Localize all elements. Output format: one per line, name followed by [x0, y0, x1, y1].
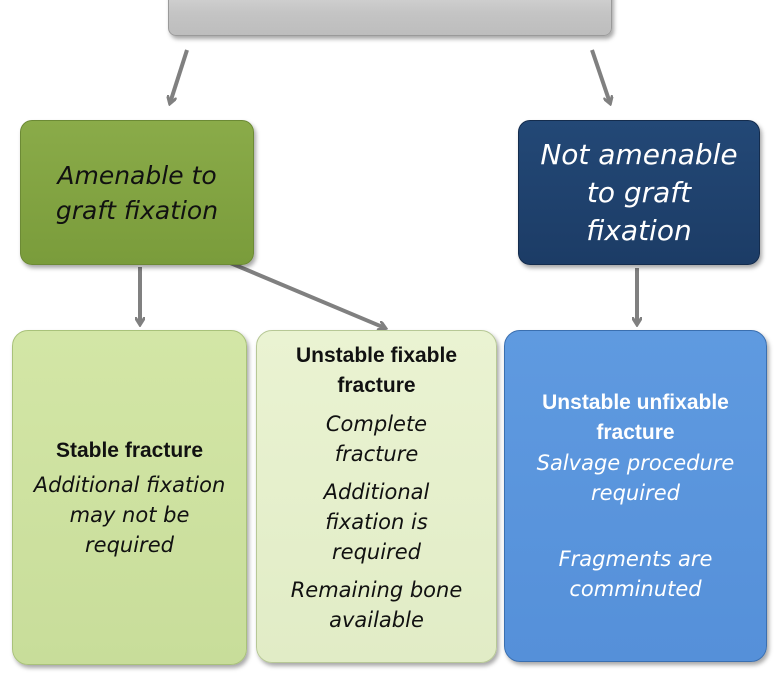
- arrow-root-to-amenable: [170, 49, 189, 103]
- root-node: [168, 0, 612, 36]
- amenable-node-label: Amenable to graft fixation: [55, 160, 219, 225]
- unstable-fixable-title: Unstable fixable fracture: [295, 344, 458, 397]
- stable-fracture-detail: Additional fixation may not be required: [33, 472, 226, 557]
- unstable-unfixable-title: Unstable unfixable fracture: [542, 391, 729, 444]
- unstable-fixable-detail: Complete fracture: [325, 412, 428, 466]
- stable-fracture-node: Stable fracture Additional fixation may …: [12, 330, 247, 665]
- unstable-fixable-detail: Remaining bone available: [290, 578, 463, 632]
- arrow-root-to-not-amenable: [590, 49, 610, 103]
- unstable-unfixable-detail: Salvage procedure required: [536, 451, 735, 505]
- unstable-fixable-fracture-node: Unstable fixable fracture Complete fract…: [256, 330, 497, 663]
- not-amenable-node-label: Not amenable to graft fixation: [540, 137, 738, 247]
- stable-fracture-title: Stable fracture: [55, 438, 204, 462]
- arrow-amenable-to-fixable: [227, 260, 385, 328]
- amenable-to-graft-fixation-node: Amenable to graft fixation: [20, 120, 254, 265]
- unstable-unfixable-detail: Fragments are comminuted: [558, 547, 713, 601]
- not-amenable-to-graft-fixation-node: Not amenable to graft fixation: [518, 120, 760, 265]
- unstable-unfixable-fracture-node: Unstable unfixable fracture Salvage proc…: [504, 330, 767, 662]
- unstable-fixable-detail: Additional fixation is required: [323, 480, 430, 564]
